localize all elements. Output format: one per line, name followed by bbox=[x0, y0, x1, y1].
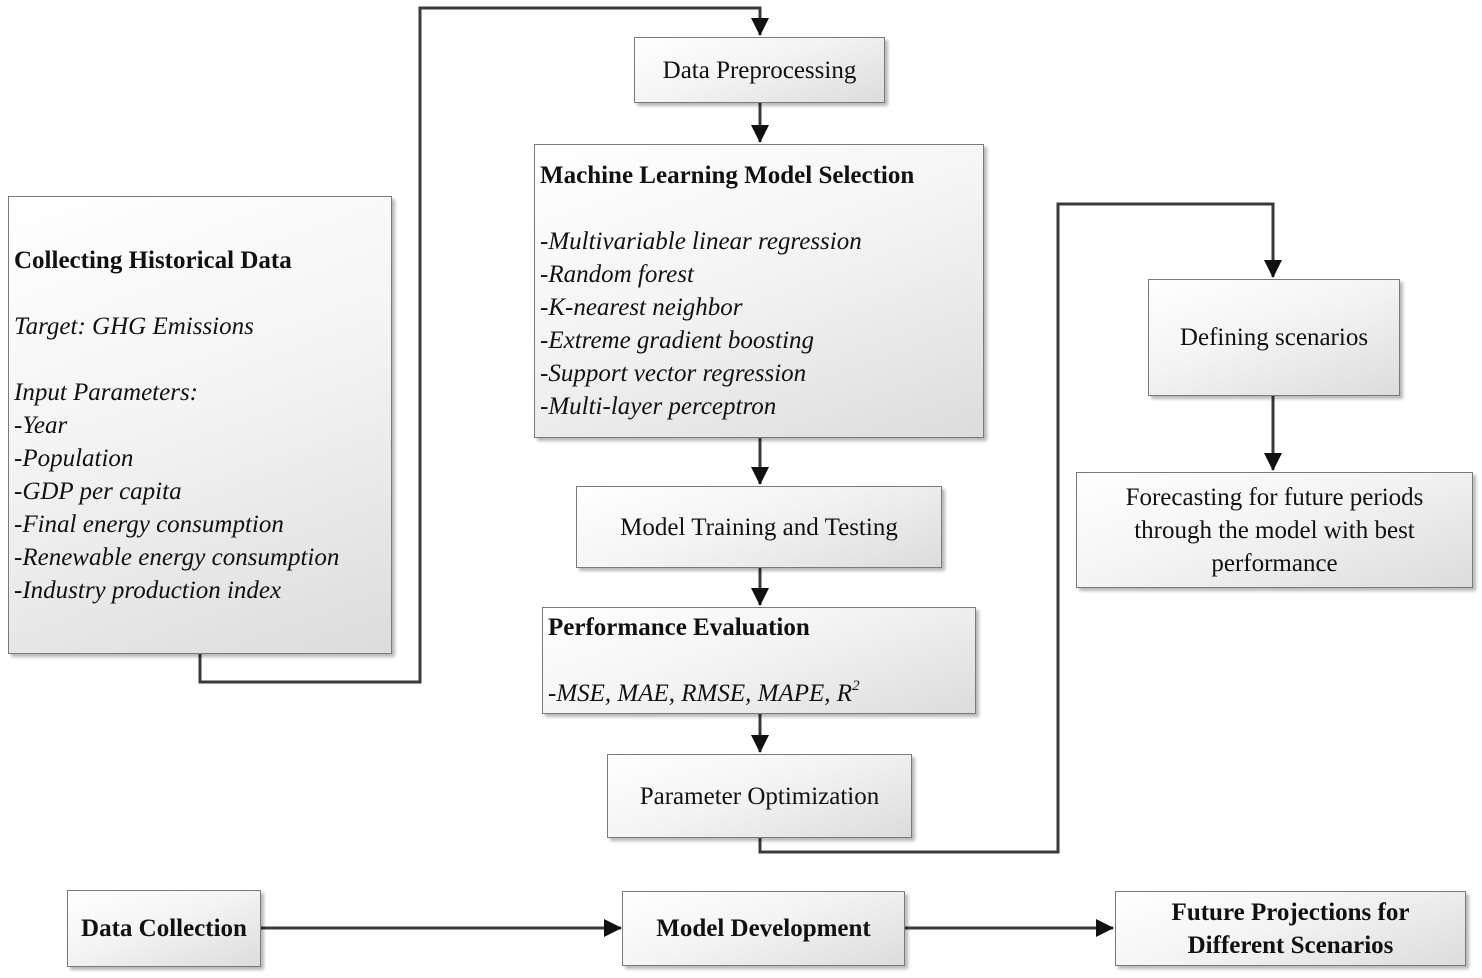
historical-input-item: -Final energy consumption bbox=[14, 511, 284, 538]
historical-input-item: -Industry production index bbox=[14, 577, 282, 604]
model-selection-box: Machine Learning Model Selection -Multiv… bbox=[534, 144, 984, 438]
stage-model-development-label: Model Development bbox=[656, 915, 871, 942]
stage-data-collection-box: Data Collection bbox=[67, 890, 261, 967]
historical-input-item: -Population bbox=[14, 445, 134, 472]
stage-future-projections-box: Future Projections for Different Scenari… bbox=[1115, 891, 1466, 966]
forecasting-line-2: through the model with best bbox=[1134, 516, 1415, 544]
historical-input-item: -Renewable energy consumption bbox=[14, 544, 340, 571]
model-item: -Extreme gradient boosting bbox=[540, 327, 815, 354]
stage-data-collection-label: Data Collection bbox=[81, 915, 247, 942]
parameter-optimization-label: Parameter Optimization bbox=[639, 782, 880, 810]
arrow-optimization-to-scenarios bbox=[758, 202, 1282, 854]
forecasting-line-1: Forecasting for future periods bbox=[1125, 483, 1424, 511]
performance-evaluation-title: Performance Evaluation bbox=[548, 614, 810, 641]
r-squared-superscript: 2 bbox=[852, 677, 860, 694]
historical-inputs-list: -Year -Population -GDP per capita -Final… bbox=[14, 409, 339, 607]
historical-inputs-label: Input Parameters: bbox=[14, 379, 198, 406]
defining-scenarios-box: Defining scenarios bbox=[1148, 279, 1400, 396]
performance-metrics-text: -MSE, MAE, RMSE, MAPE, R bbox=[548, 680, 853, 707]
data-preprocessing-box: Data Preprocessing bbox=[634, 37, 885, 103]
model-selection-title: Machine Learning Model Selection bbox=[540, 162, 915, 189]
model-item: -Random forest bbox=[540, 261, 694, 288]
parameter-optimization-box: Parameter Optimization bbox=[607, 754, 912, 838]
data-preprocessing-label: Data Preprocessing bbox=[662, 56, 857, 84]
arrow-historical-to-preprocessing bbox=[198, 6, 769, 684]
historical-input-item: -GDP per capita bbox=[14, 478, 182, 505]
model-item: -K-nearest neighbor bbox=[540, 294, 743, 321]
performance-evaluation-box: Performance Evaluation -MSE, MAE, RMSE, … bbox=[542, 607, 976, 714]
historical-data-box: Collecting Historical Data Target: GHG E… bbox=[8, 196, 392, 654]
stage-future-projections-line-2: Different Scenarios bbox=[1187, 931, 1394, 959]
forecasting-box: Forecasting for future periods through t… bbox=[1076, 472, 1473, 588]
stage-future-projections-line-1: Future Projections for bbox=[1171, 898, 1410, 926]
historical-input-item: -Year bbox=[14, 412, 68, 439]
forecasting-line-3: performance bbox=[1211, 549, 1338, 577]
model-item: -Multivariable linear regression bbox=[540, 228, 862, 255]
defining-scenarios-label: Defining scenarios bbox=[1179, 324, 1369, 351]
model-item: -Multi-layer perceptron bbox=[540, 393, 777, 420]
stage-model-development-box: Model Development bbox=[622, 891, 905, 966]
performance-metrics: -MSE, MAE, RMSE, MAPE, R2 bbox=[548, 677, 860, 710]
model-item: -Support vector regression bbox=[540, 360, 807, 387]
model-list: -Multivariable linear regression -Random… bbox=[540, 225, 914, 423]
model-training-box: Model Training and Testing bbox=[576, 486, 942, 568]
historical-target: Target: GHG Emissions bbox=[14, 313, 254, 340]
model-training-label: Model Training and Testing bbox=[620, 513, 898, 541]
historical-data-title: Collecting Historical Data bbox=[14, 247, 292, 274]
